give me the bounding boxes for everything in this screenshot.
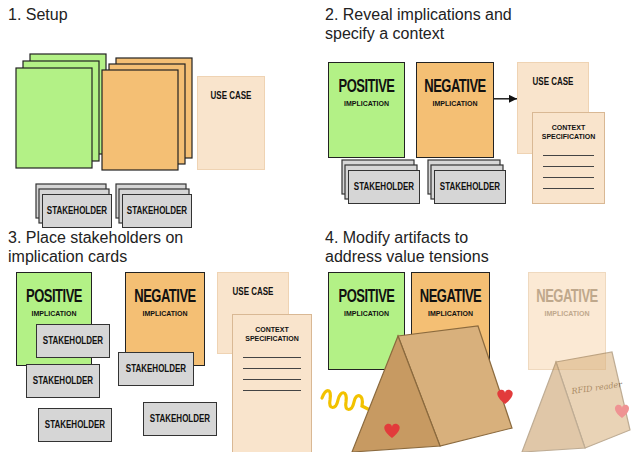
label-holder: 3. Place stakeholders on implication car… xyxy=(8,228,243,266)
card-title: CONTEXT SPECIFICATION xyxy=(537,123,600,141)
blank-card xyxy=(102,70,178,170)
handwritten-note: RFID reader xyxy=(428,361,486,380)
card-subtitle: IMPLICATION xyxy=(20,309,88,318)
card-title: STAKEHOLDER xyxy=(40,335,106,348)
stakeholder-card: STAKEHOLDER xyxy=(434,170,506,204)
faded-implication-card: NEGATIVE IMPLICATION xyxy=(528,272,606,370)
form-line xyxy=(243,368,300,369)
label-holder: RFID reader xyxy=(428,361,486,380)
card-subtitle: IMPLICATION xyxy=(332,309,401,318)
card-title: POSITIVE xyxy=(20,285,88,307)
cardboard-artifact xyxy=(322,326,513,452)
label-holder: RFID reader xyxy=(571,380,623,397)
prism-front xyxy=(522,362,585,452)
card-title: STAKEHOLDER xyxy=(352,181,416,194)
stakeholder-card: STAKEHOLDER xyxy=(122,194,192,228)
handwritten-note: RFID reader xyxy=(571,380,623,397)
context-specification-card: CONTEXT SPECIFICATION xyxy=(532,112,605,204)
form-line xyxy=(543,155,595,156)
card-title: USE CASE xyxy=(521,76,585,89)
context-specification-card: CONTEXT SPECIFICATION xyxy=(232,314,312,452)
card-title: STAKEHOLDER xyxy=(122,363,190,376)
label-holder: 4. Modify artifacts to address value ten… xyxy=(325,228,515,266)
form-line xyxy=(243,357,300,358)
card-title: STAKEHOLDER xyxy=(126,205,188,218)
prism-front xyxy=(352,336,440,452)
form-lines xyxy=(543,145,595,189)
form-lines xyxy=(243,347,300,391)
prism-side xyxy=(398,326,512,446)
card-subtitle: IMPLICATION xyxy=(129,309,201,318)
yellow-spring xyxy=(322,391,374,412)
panel-heading: 2. Reveal implications and specify a con… xyxy=(325,5,550,43)
negative-card-stack xyxy=(102,58,192,170)
form-line xyxy=(243,379,300,380)
red-heart xyxy=(384,424,399,438)
form-line xyxy=(243,390,300,391)
label-holder: 2. Reveal implications and specify a con… xyxy=(325,5,550,43)
stakeholder-card: STAKEHOLDER xyxy=(118,352,194,386)
stakeholder-card-stack xyxy=(36,160,503,223)
card-title: POSITIVE xyxy=(332,75,401,97)
card-title: STAKEHOLDER xyxy=(147,413,213,426)
card-title: POSITIVE xyxy=(332,285,401,307)
card-title: STAKEHOLDER xyxy=(42,419,108,432)
form-line xyxy=(543,166,595,167)
panel-heading: 1. Setup xyxy=(8,5,68,24)
use-case-card: USE CASE xyxy=(197,76,265,170)
card-title: USE CASE xyxy=(221,286,285,299)
negative-implication-card: NEGATIVE IMPLICATION xyxy=(411,272,490,370)
red-heart xyxy=(615,405,629,418)
card-title: NEGATIVE xyxy=(129,285,201,307)
positive-card-stack xyxy=(16,54,106,168)
negative-implication-card: NEGATIVE IMPLICATION xyxy=(416,62,494,158)
label-holder: 1. Setup xyxy=(8,5,68,24)
card-title: NEGATIVE xyxy=(420,75,490,97)
form-line xyxy=(543,177,595,178)
card-title: STAKEHOLDER xyxy=(438,181,502,194)
connector-arrow xyxy=(494,98,517,99)
card-subtitle: IMPLICATION xyxy=(415,309,486,318)
card-title: NEGATIVE xyxy=(415,285,486,307)
stakeholder-card: STAKEHOLDER xyxy=(42,194,112,228)
panel-heading: 4. Modify artifacts to address value ten… xyxy=(325,228,515,266)
positive-implication-card: POSITIVE IMPLICATION xyxy=(328,62,405,158)
stakeholder-card: STAKEHOLDER xyxy=(143,402,217,436)
card-title: NEGATIVE xyxy=(532,285,602,307)
card-subtitle: IMPLICATION xyxy=(420,99,490,108)
card-title: USE CASE xyxy=(201,90,261,103)
red-heart xyxy=(497,390,512,404)
blank-card xyxy=(16,68,92,168)
prism-side xyxy=(556,352,630,448)
stakeholder-card: STAKEHOLDER xyxy=(38,408,112,442)
card-subtitle: IMPLICATION xyxy=(532,309,602,318)
card-title: STAKEHOLDER xyxy=(46,205,108,218)
cardboard-artifact-faded xyxy=(522,352,630,452)
form-line xyxy=(543,188,595,189)
positive-implication-card: POSITIVE IMPLICATION xyxy=(328,272,405,370)
panel-heading: 3. Place stakeholders on implication car… xyxy=(8,228,243,266)
card-title: CONTEXT SPECIFICATION xyxy=(237,325,307,343)
card-title: STAKEHOLDER xyxy=(30,375,96,388)
stakeholder-card: STAKEHOLDER xyxy=(36,324,110,358)
stakeholder-card: STAKEHOLDER xyxy=(348,170,420,204)
stakeholder-card: STAKEHOLDER xyxy=(26,364,100,398)
card-subtitle: IMPLICATION xyxy=(332,99,401,108)
